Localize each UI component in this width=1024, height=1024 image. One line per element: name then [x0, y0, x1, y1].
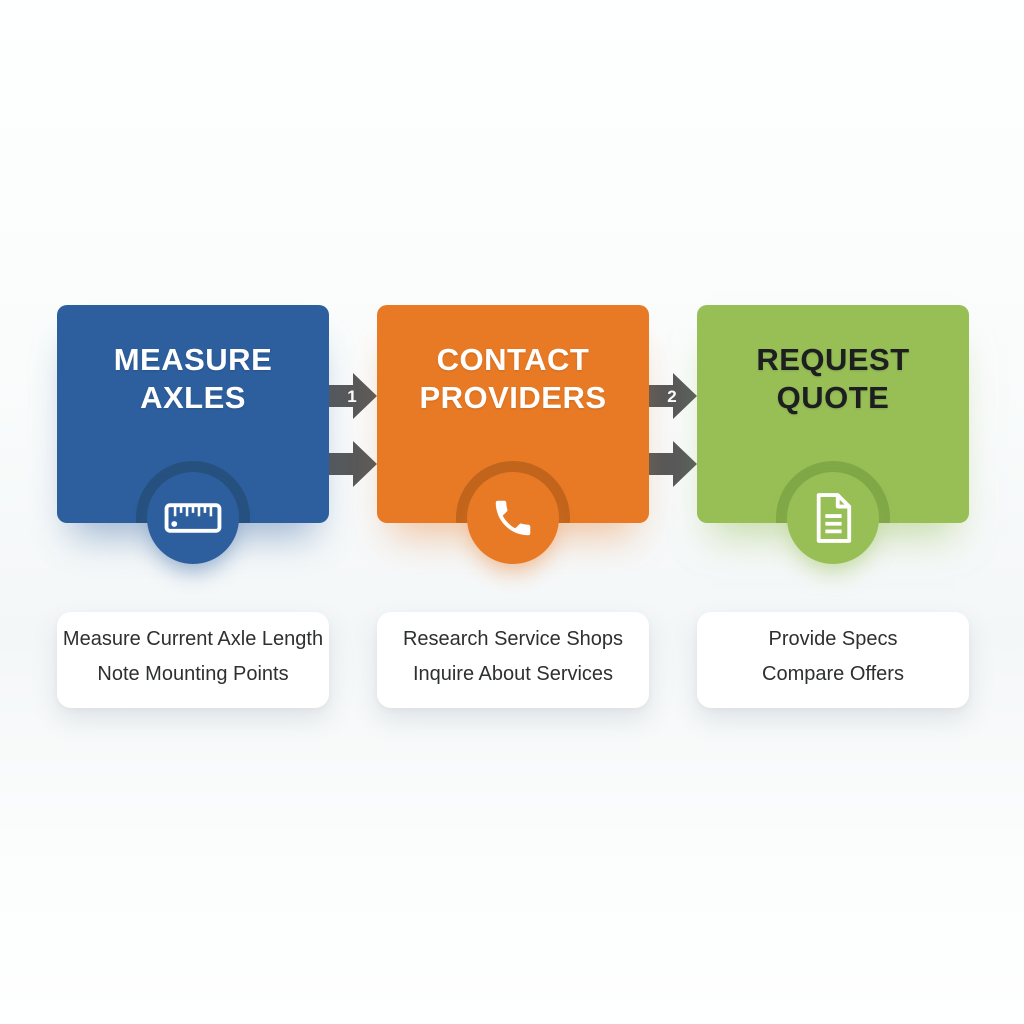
step-detail-card: Measure Current Axle Length Note Mountin…	[57, 612, 329, 708]
step-title: CONTACT PROVIDERS	[377, 341, 649, 417]
detail-line: Research Service Shops	[402, 628, 624, 650]
step-title-line2: QUOTE	[776, 380, 890, 415]
detail-line: Compare Offers	[762, 663, 904, 685]
arrow-icon	[329, 441, 377, 487]
ruler-icon-glyph	[164, 503, 222, 533]
document-icon	[787, 472, 879, 564]
arrow-icon	[649, 373, 697, 419]
step-title: MEASURE AXLES	[57, 341, 329, 417]
process-flow: MEASURE AXLES Measu	[57, 305, 969, 708]
arrow-icon	[649, 441, 697, 487]
step-detail-card: Provide Specs Compare Offers	[697, 612, 969, 708]
detail-line: Measure Current Axle Length	[62, 628, 324, 650]
connector-number: 2	[667, 387, 676, 406]
detail-line: Provide Specs	[768, 628, 898, 650]
detail-line: Inquire About Services	[412, 663, 614, 685]
connector-1: 1	[329, 373, 377, 487]
step-title-line1: MEASURE	[113, 342, 273, 377]
step-title-line2: PROVIDERS	[419, 380, 607, 415]
step-contact-providers: CONTACT PROVIDERS Research Service Shops…	[377, 305, 649, 708]
document-icon-glyph	[816, 493, 852, 543]
detail-line: Note Mounting Points	[97, 663, 289, 685]
step-title-line2: AXLES	[140, 380, 246, 415]
connector-number: 1	[347, 387, 356, 406]
arrow-icon	[329, 373, 377, 419]
step-request-quote: REQUEST QUOTE Provide Specs Compare Offe…	[697, 305, 969, 708]
step-measure-axles: MEASURE AXLES Measu	[57, 305, 329, 708]
ruler-icon	[147, 472, 239, 564]
phone-icon	[467, 472, 559, 564]
step-title-line1: REQUEST	[756, 342, 910, 377]
step-title: REQUEST QUOTE	[697, 341, 969, 417]
phone-icon-glyph	[495, 500, 531, 536]
connector-2: 2	[649, 373, 697, 487]
step-title-line1: CONTACT	[436, 342, 590, 377]
step-detail-card: Research Service Shops Inquire About Ser…	[377, 612, 649, 708]
